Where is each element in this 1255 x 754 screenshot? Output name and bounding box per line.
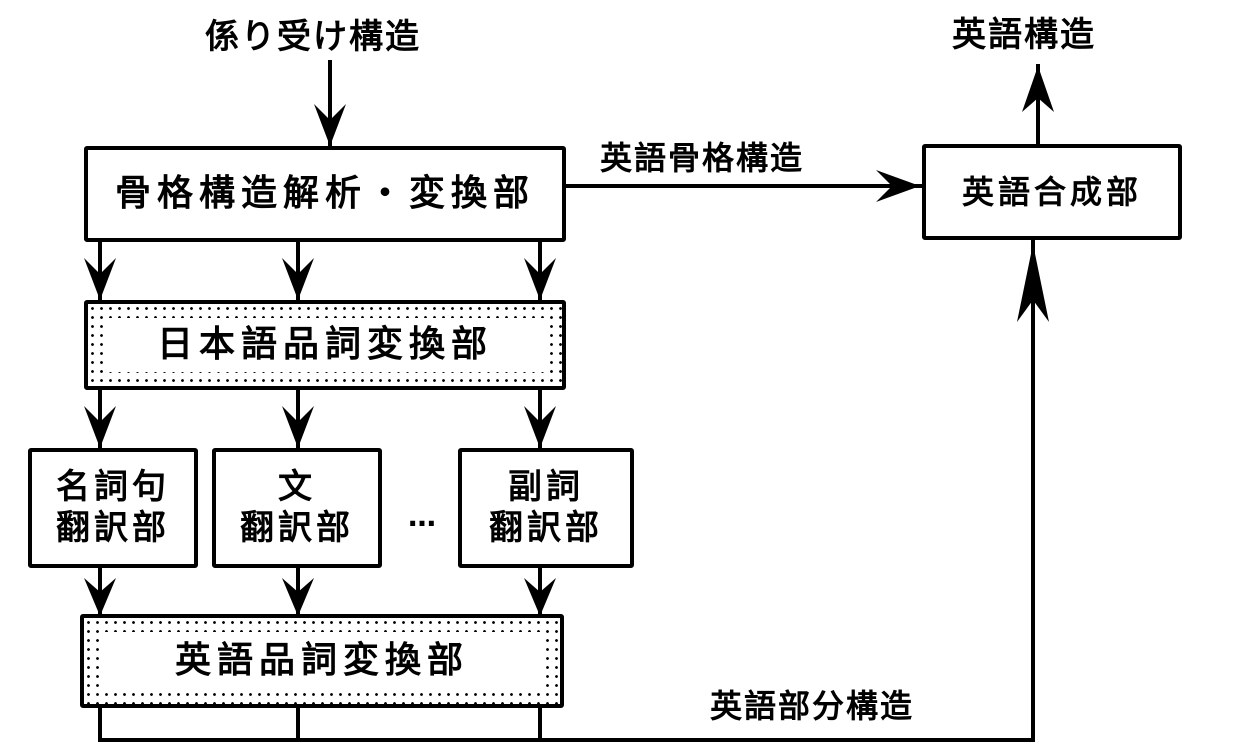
- arrowhead-jpos-sentence: [282, 406, 314, 448]
- arrowhead-case-jpos-3: [524, 258, 556, 300]
- adverb-translator-line1: 副詞: [508, 467, 584, 508]
- adverb-translator-box: 副詞 翻訳部: [458, 448, 634, 568]
- input-label: 係り受け構造: [205, 17, 421, 57]
- english-pos-conversion-label: 英語品詞変換部: [174, 640, 469, 682]
- arrowhead-adverb-epos: [524, 578, 556, 616]
- arrowhead-noun-epos: [84, 578, 116, 616]
- japanese-pos-conversion-box: 日本語品詞変換部: [84, 300, 566, 390]
- sentence-translator-box: 文 翻訳部: [212, 448, 382, 568]
- noun-phrase-translator-line1: 名詞句: [56, 467, 170, 508]
- arrowhead-input: [314, 104, 346, 146]
- arrowhead-output: [1022, 66, 1054, 112]
- japanese-pos-conversion-label: 日本語品詞変換部: [156, 324, 493, 366]
- output-label: 英語構造: [952, 15, 1096, 55]
- arrowhead-partial-synthesis: [1017, 244, 1049, 322]
- adverb-translator-line2: 翻訳部: [489, 508, 603, 548]
- sentence-translator-line1: 文: [278, 467, 316, 508]
- arrowhead-jpos-noun: [84, 406, 116, 448]
- arrowhead-case-synthesis: [876, 170, 920, 202]
- english-pos-conversion-box: 英語品詞変換部: [80, 614, 564, 708]
- edge-label-english-case-structure: 英語骨格構造: [600, 139, 805, 177]
- english-synthesis-box: 英語合成部: [922, 144, 1182, 240]
- arrowhead-case-jpos-1: [84, 258, 116, 300]
- sentence-translator-line2: 翻訳部: [240, 508, 354, 548]
- arrowhead-jpos-adverb: [524, 406, 556, 448]
- edge-label-english-partial-structure: 英語部分構造: [710, 687, 915, 725]
- arrowhead-sentence-epos: [282, 578, 314, 616]
- arrowhead-case-jpos-2: [282, 258, 314, 300]
- ellipsis: …: [408, 500, 436, 533]
- case-structure-analysis-label: 骨格構造解析・変換部: [114, 173, 535, 215]
- english-synthesis-label: 英語合成部: [961, 172, 1142, 211]
- noun-phrase-translator-box: 名詞句 翻訳部: [28, 448, 198, 568]
- noun-phrase-translator-line2: 翻訳部: [56, 508, 170, 548]
- case-structure-analysis-box: 骨格構造解析・変換部: [84, 146, 566, 242]
